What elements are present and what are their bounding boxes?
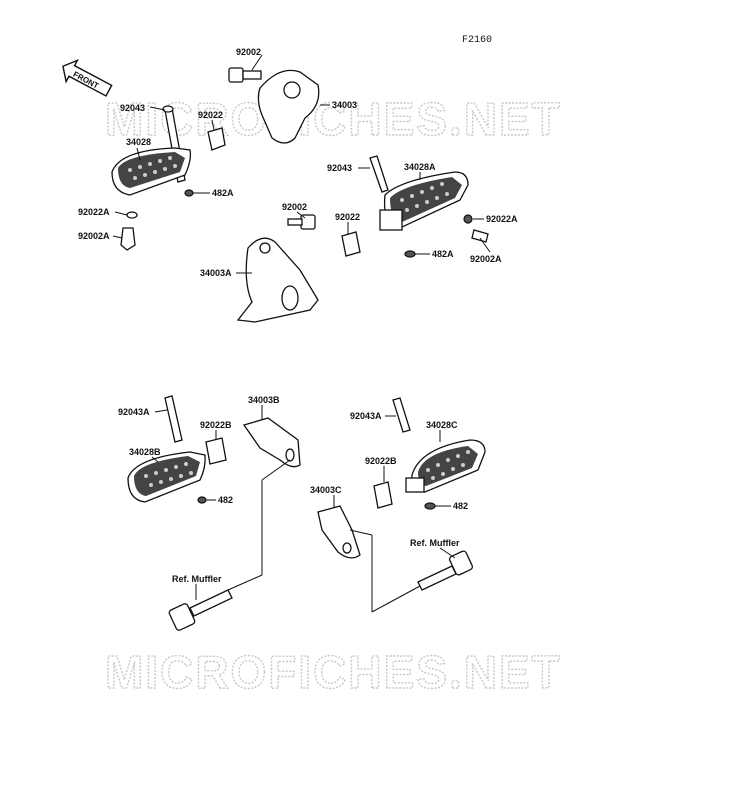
- leader-lines: [112, 54, 491, 613]
- figure-code: F2160: [462, 35, 492, 46]
- label-92002-top: 92002: [236, 47, 261, 57]
- footpeg-34028: [111, 147, 192, 196]
- label-92043A-right: 92043A: [350, 411, 382, 421]
- shim-92022-mid: [341, 231, 361, 257]
- footpeg-34028B: [127, 451, 206, 503]
- label-92022-top: 92022: [198, 110, 223, 120]
- label-92043-left: 92043: [120, 103, 145, 113]
- label-34028: 34028: [126, 137, 151, 147]
- washer-92022A-left: [126, 211, 138, 219]
- bracket-34003: [257, 69, 320, 144]
- watermark-bottom: MICROFICHES.NET: [105, 646, 562, 698]
- label-92022A-right: 92022A: [486, 214, 518, 224]
- shim-92022B-left: [205, 437, 227, 465]
- front-arrow-icon: FRONT: [62, 58, 113, 97]
- label-34028A: 34028A: [404, 162, 436, 172]
- footpeg-34028A: [379, 171, 469, 231]
- label-92002-mid: 92002: [282, 202, 307, 212]
- spring-92002A-right: [471, 229, 489, 243]
- clip-482-right: [424, 502, 436, 510]
- shim-92022B-right: [373, 481, 393, 509]
- label-ref-muffler-right: Ref. Muffler: [410, 538, 460, 548]
- label-92043A-left: 92043A: [118, 407, 150, 417]
- label-34003A: 34003A: [200, 268, 232, 278]
- bolt-92002-mid: [287, 214, 316, 230]
- clip-482A-right: [404, 250, 416, 258]
- clip-482-left: [197, 496, 207, 504]
- pin-92043-right: [369, 155, 389, 193]
- label-482-left: 482: [218, 495, 233, 505]
- label-92002A-right: 92002A: [470, 254, 502, 264]
- label-92022-mid: 92022: [335, 212, 360, 222]
- label-92002A-left: 92002A: [78, 231, 110, 241]
- spring-92002A-left: [120, 227, 136, 251]
- shim-92022-top: [207, 127, 226, 151]
- washer-92022A-right: [463, 214, 473, 224]
- label-482A-left: 482A: [212, 188, 234, 198]
- bolt-92002-top: [228, 67, 262, 83]
- footpeg-34028C: [405, 439, 486, 493]
- label-34003C: 34003C: [310, 485, 342, 495]
- label-482A-right: 482A: [432, 249, 454, 259]
- pin-92043A-left: [164, 395, 183, 443]
- label-34003B: 34003B: [248, 395, 280, 405]
- bolt-ref-muffler-left: [168, 589, 233, 631]
- label-34028C: 34028C: [426, 420, 458, 430]
- label-34028B: 34028B: [129, 447, 161, 457]
- label-ref-muffler-left: Ref. Muffler: [172, 574, 222, 584]
- bolt-ref-muffler-right: [417, 550, 474, 591]
- label-34003: 34003: [332, 100, 357, 110]
- bracket-34003A: [236, 237, 319, 323]
- label-92022B-left: 92022B: [200, 420, 232, 430]
- pin-92043A-right: [392, 397, 411, 433]
- label-92043-right: 92043: [327, 163, 352, 173]
- label-482-right: 482: [453, 501, 468, 511]
- label-92022A-left: 92022A: [78, 207, 110, 217]
- clip-482A-left: [184, 189, 194, 197]
- label-92022B-right: 92022B: [365, 456, 397, 466]
- bracket-34003C: [317, 505, 361, 559]
- watermark-top: MICROFICHES.NET: [105, 93, 562, 145]
